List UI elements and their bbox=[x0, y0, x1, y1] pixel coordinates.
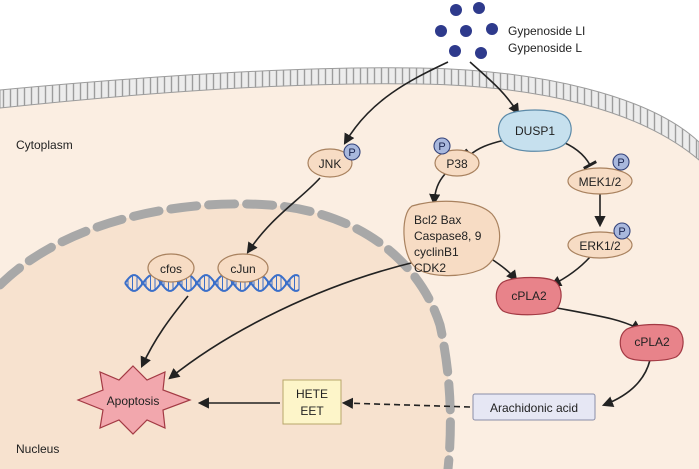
nucleus-label: Nucleus bbox=[16, 442, 59, 456]
arrow-bcl-to-apoptosis bbox=[168, 261, 416, 380]
node-apoptosis: Apoptosis bbox=[76, 365, 192, 435]
compound-dot bbox=[473, 2, 485, 14]
dna-helix bbox=[124, 274, 300, 292]
compound-dot bbox=[460, 25, 472, 37]
gypenoside-compounds: Gypenoside LI Gypenoside L bbox=[435, 2, 585, 59]
node-erk: ERK1/2 P bbox=[567, 222, 633, 259]
hete-label: HETE bbox=[296, 387, 328, 401]
cfos-label: cfos bbox=[160, 262, 182, 276]
regulator-line: CDK2 bbox=[414, 261, 446, 275]
regulator-line: Caspase8, 9 bbox=[414, 229, 482, 243]
node-p38: P38 P bbox=[433, 137, 480, 177]
node-cpla2-top: cPLA2 bbox=[495, 276, 562, 316]
jnk-label: JNK bbox=[319, 157, 342, 171]
node-apoptosis-regulators: Bcl2 Bax Caspase8, 9 cyclinB1 CDK2 bbox=[403, 200, 501, 277]
phospho-text: P bbox=[348, 147, 355, 159]
nuclear-envelope bbox=[0, 199, 455, 469]
arrow-cpla2-to-arachidonic bbox=[601, 359, 651, 408]
arrow-compounds-to-jnk bbox=[343, 61, 449, 145]
node-cpla2-right: cPLA2 bbox=[619, 323, 684, 362]
phospho-badge bbox=[613, 222, 631, 240]
erk-label: ERK1/2 bbox=[579, 239, 621, 253]
p38-label: P38 bbox=[446, 157, 468, 171]
compound-dot bbox=[449, 45, 461, 57]
eet-label: EET bbox=[300, 404, 324, 418]
plasma-membrane bbox=[0, 67, 699, 161]
node-dusp1: DUSP1 bbox=[498, 109, 572, 152]
compound-dot bbox=[486, 23, 498, 35]
node-mek: MEK1/2 P bbox=[567, 153, 633, 195]
arrow-arachidonic-to-hete bbox=[341, 397, 471, 409]
phospho-text: P bbox=[617, 157, 624, 169]
cpla2-label: cPLA2 bbox=[511, 289, 547, 303]
cpla2-label: cPLA2 bbox=[634, 335, 670, 349]
phospho-text: P bbox=[618, 226, 625, 238]
phospho-badge bbox=[433, 137, 451, 155]
regulator-line: cyclinB1 bbox=[414, 245, 459, 259]
apoptosis-label: Apoptosis bbox=[107, 394, 160, 408]
arachidonic-label: Arachidonic acid bbox=[490, 401, 578, 415]
node-jnk: JNK P bbox=[307, 143, 361, 178]
arrow-jnk-to-cjun bbox=[246, 177, 321, 254]
compound-dot bbox=[475, 47, 487, 59]
mek-label: MEK1/2 bbox=[579, 175, 622, 189]
node-hete-eet: HETE EET bbox=[282, 379, 342, 425]
arrow-compounds-to-dusp1 bbox=[469, 61, 520, 115]
dusp1-label: DUSP1 bbox=[515, 124, 555, 138]
cjun-label: cJun bbox=[230, 262, 255, 276]
regulator-line: Bcl2 Bax bbox=[414, 213, 461, 227]
phospho-text: P bbox=[438, 141, 445, 153]
compound-label-l: Gypenoside L bbox=[508, 41, 582, 55]
phospho-badge bbox=[343, 143, 361, 161]
node-cjun: cJun bbox=[217, 253, 269, 283]
compound-label-li: Gypenoside LI bbox=[508, 24, 585, 38]
arrow-p38-to-bcl bbox=[429, 173, 446, 206]
arrow-dna-to-apoptosis bbox=[140, 295, 189, 369]
cytoplasm-label: Cytoplasm bbox=[16, 138, 73, 152]
compound-dot bbox=[450, 4, 462, 16]
dna-strand bbox=[124, 274, 300, 292]
phospho-badge bbox=[612, 153, 630, 171]
node-cfos: cfos bbox=[147, 253, 195, 283]
compound-dot bbox=[435, 25, 447, 37]
node-arachidonic-acid: Arachidonic acid bbox=[472, 393, 596, 421]
